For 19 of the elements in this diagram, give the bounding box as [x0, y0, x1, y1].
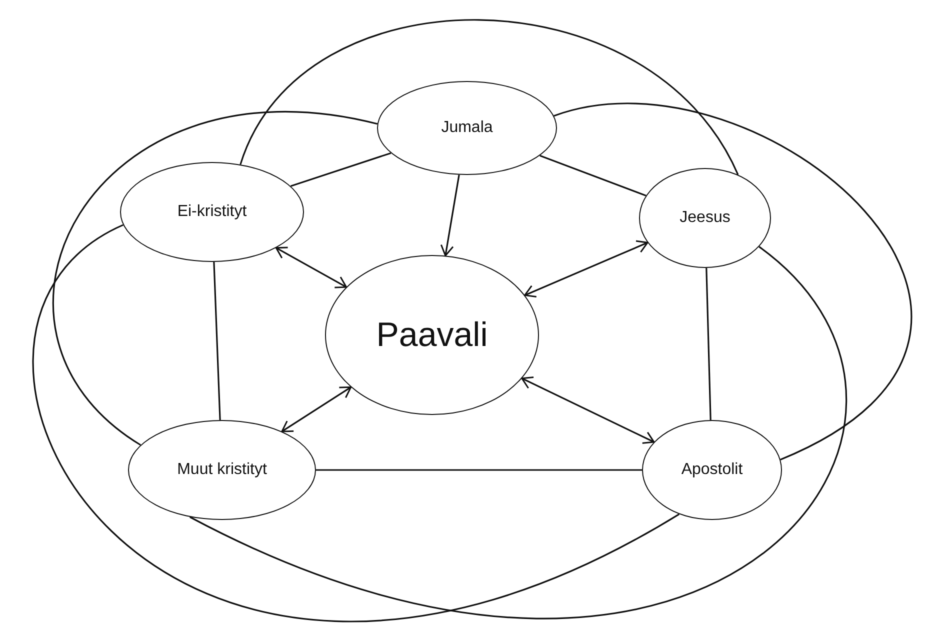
- connector-line: [290, 152, 392, 187]
- double-arrow: [281, 386, 352, 432]
- arrow: [440, 174, 460, 256]
- node-label: Apostolit: [681, 461, 743, 479]
- connector-line: [540, 154, 646, 196]
- double-arrow: [275, 246, 348, 288]
- connector-line: [316, 469, 642, 471]
- connector-line: [213, 262, 221, 420]
- curved-connector: [240, 19, 739, 176]
- node-label: Jumala: [441, 119, 493, 137]
- node-label: Ei-kristityt: [177, 203, 247, 221]
- double-arrow: [521, 376, 655, 444]
- curved-connector: [554, 103, 910, 460]
- node-label: Muut kristityt: [177, 461, 267, 479]
- double-arrow: [524, 240, 648, 298]
- node-label: Paavali: [376, 316, 488, 354]
- curved-connector: [52, 112, 378, 446]
- connector-line: [706, 268, 712, 420]
- node-label: Jeesus: [680, 209, 730, 227]
